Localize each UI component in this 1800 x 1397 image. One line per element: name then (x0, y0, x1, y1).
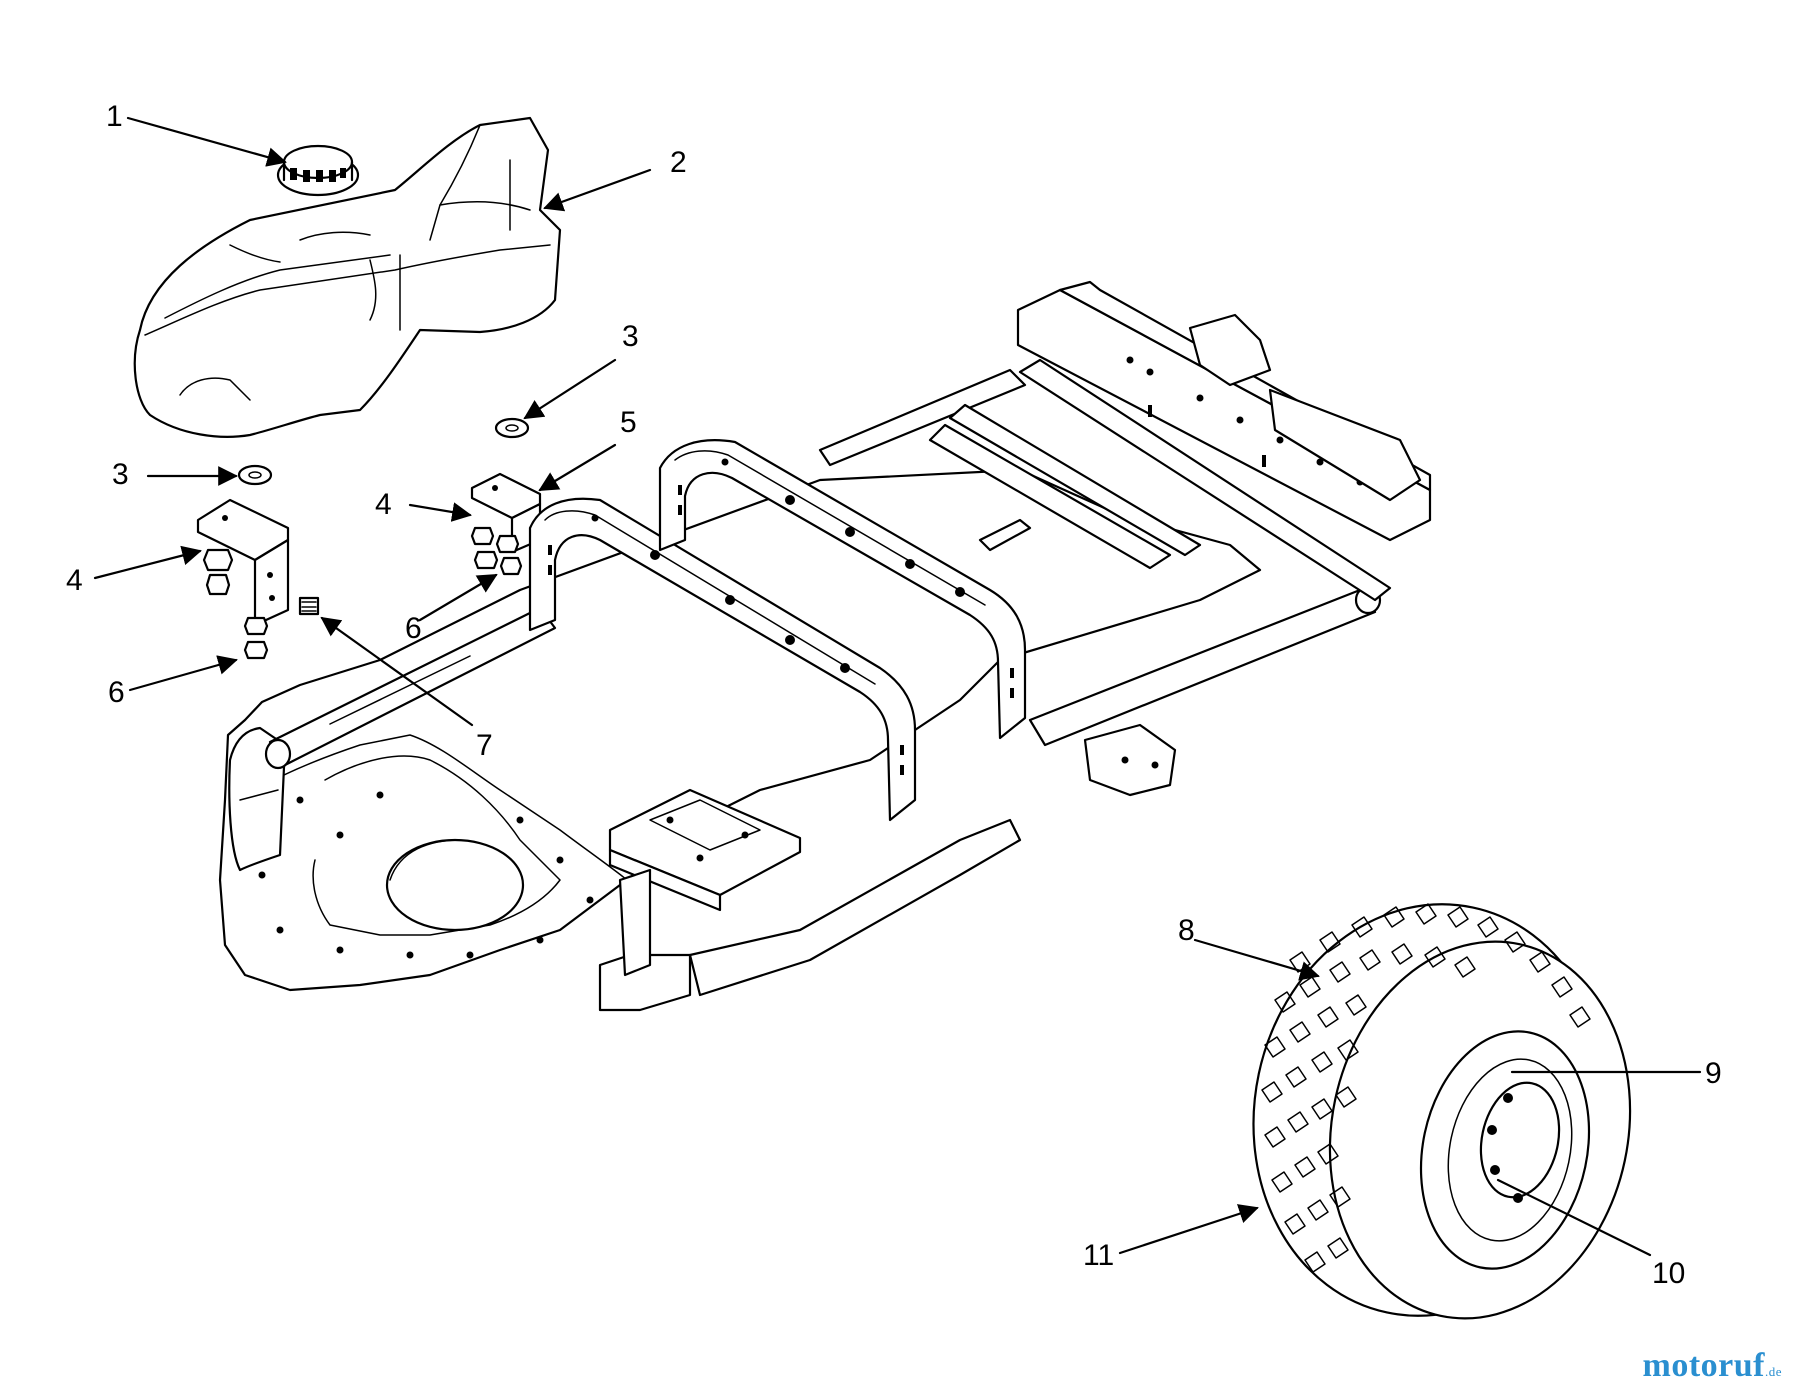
callout-4-left: 4 (66, 564, 83, 597)
callout-6-left: 6 (108, 676, 125, 709)
callout-9: 9 (1705, 1057, 1722, 1090)
nut-right-upper (470, 526, 499, 570)
callouts: 1 2 3 3 5 4 4 6 6 7 8 9 10 11 (66, 100, 1722, 1290)
callout-3-left: 3 (112, 458, 129, 491)
nut-left-lower (243, 616, 269, 660)
nut-right-lower (495, 534, 523, 576)
rear-wheel (1252, 903, 1632, 1320)
callout-6-right: 6 (405, 612, 422, 645)
fuel-tank-housing (133, 116, 562, 438)
callout-7: 7 (476, 729, 493, 762)
bracket-left (196, 498, 290, 627)
mower-frame (218, 280, 1432, 1012)
callout-11: 11 (1083, 1239, 1114, 1272)
fuel-cap (276, 144, 360, 197)
leader-lines (93, 116, 1702, 1257)
callout-3-right: 3 (622, 320, 639, 353)
callout-5: 5 (620, 406, 637, 439)
washer-right (494, 417, 530, 439)
bolt-part-7 (298, 596, 320, 616)
watermark-suffix: .de (1764, 1364, 1782, 1379)
callout-1: 1 (106, 100, 123, 133)
callout-8: 8 (1178, 914, 1195, 947)
watermark-logo: motoruf.de (1643, 1347, 1783, 1385)
nut-left-upper (202, 548, 234, 596)
washer-left (237, 464, 273, 486)
callout-10: 10 (1652, 1257, 1685, 1290)
watermark-text: motoruf (1642, 1347, 1765, 1384)
callout-4-right: 4 (375, 488, 392, 521)
callout-2: 2 (670, 146, 687, 179)
